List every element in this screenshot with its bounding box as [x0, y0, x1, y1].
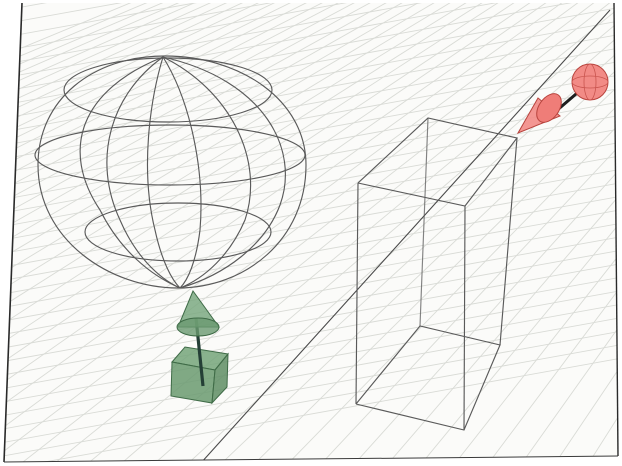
viewport-canvas[interactable] [0, 0, 622, 466]
viewport-3d[interactable] [0, 0, 622, 466]
